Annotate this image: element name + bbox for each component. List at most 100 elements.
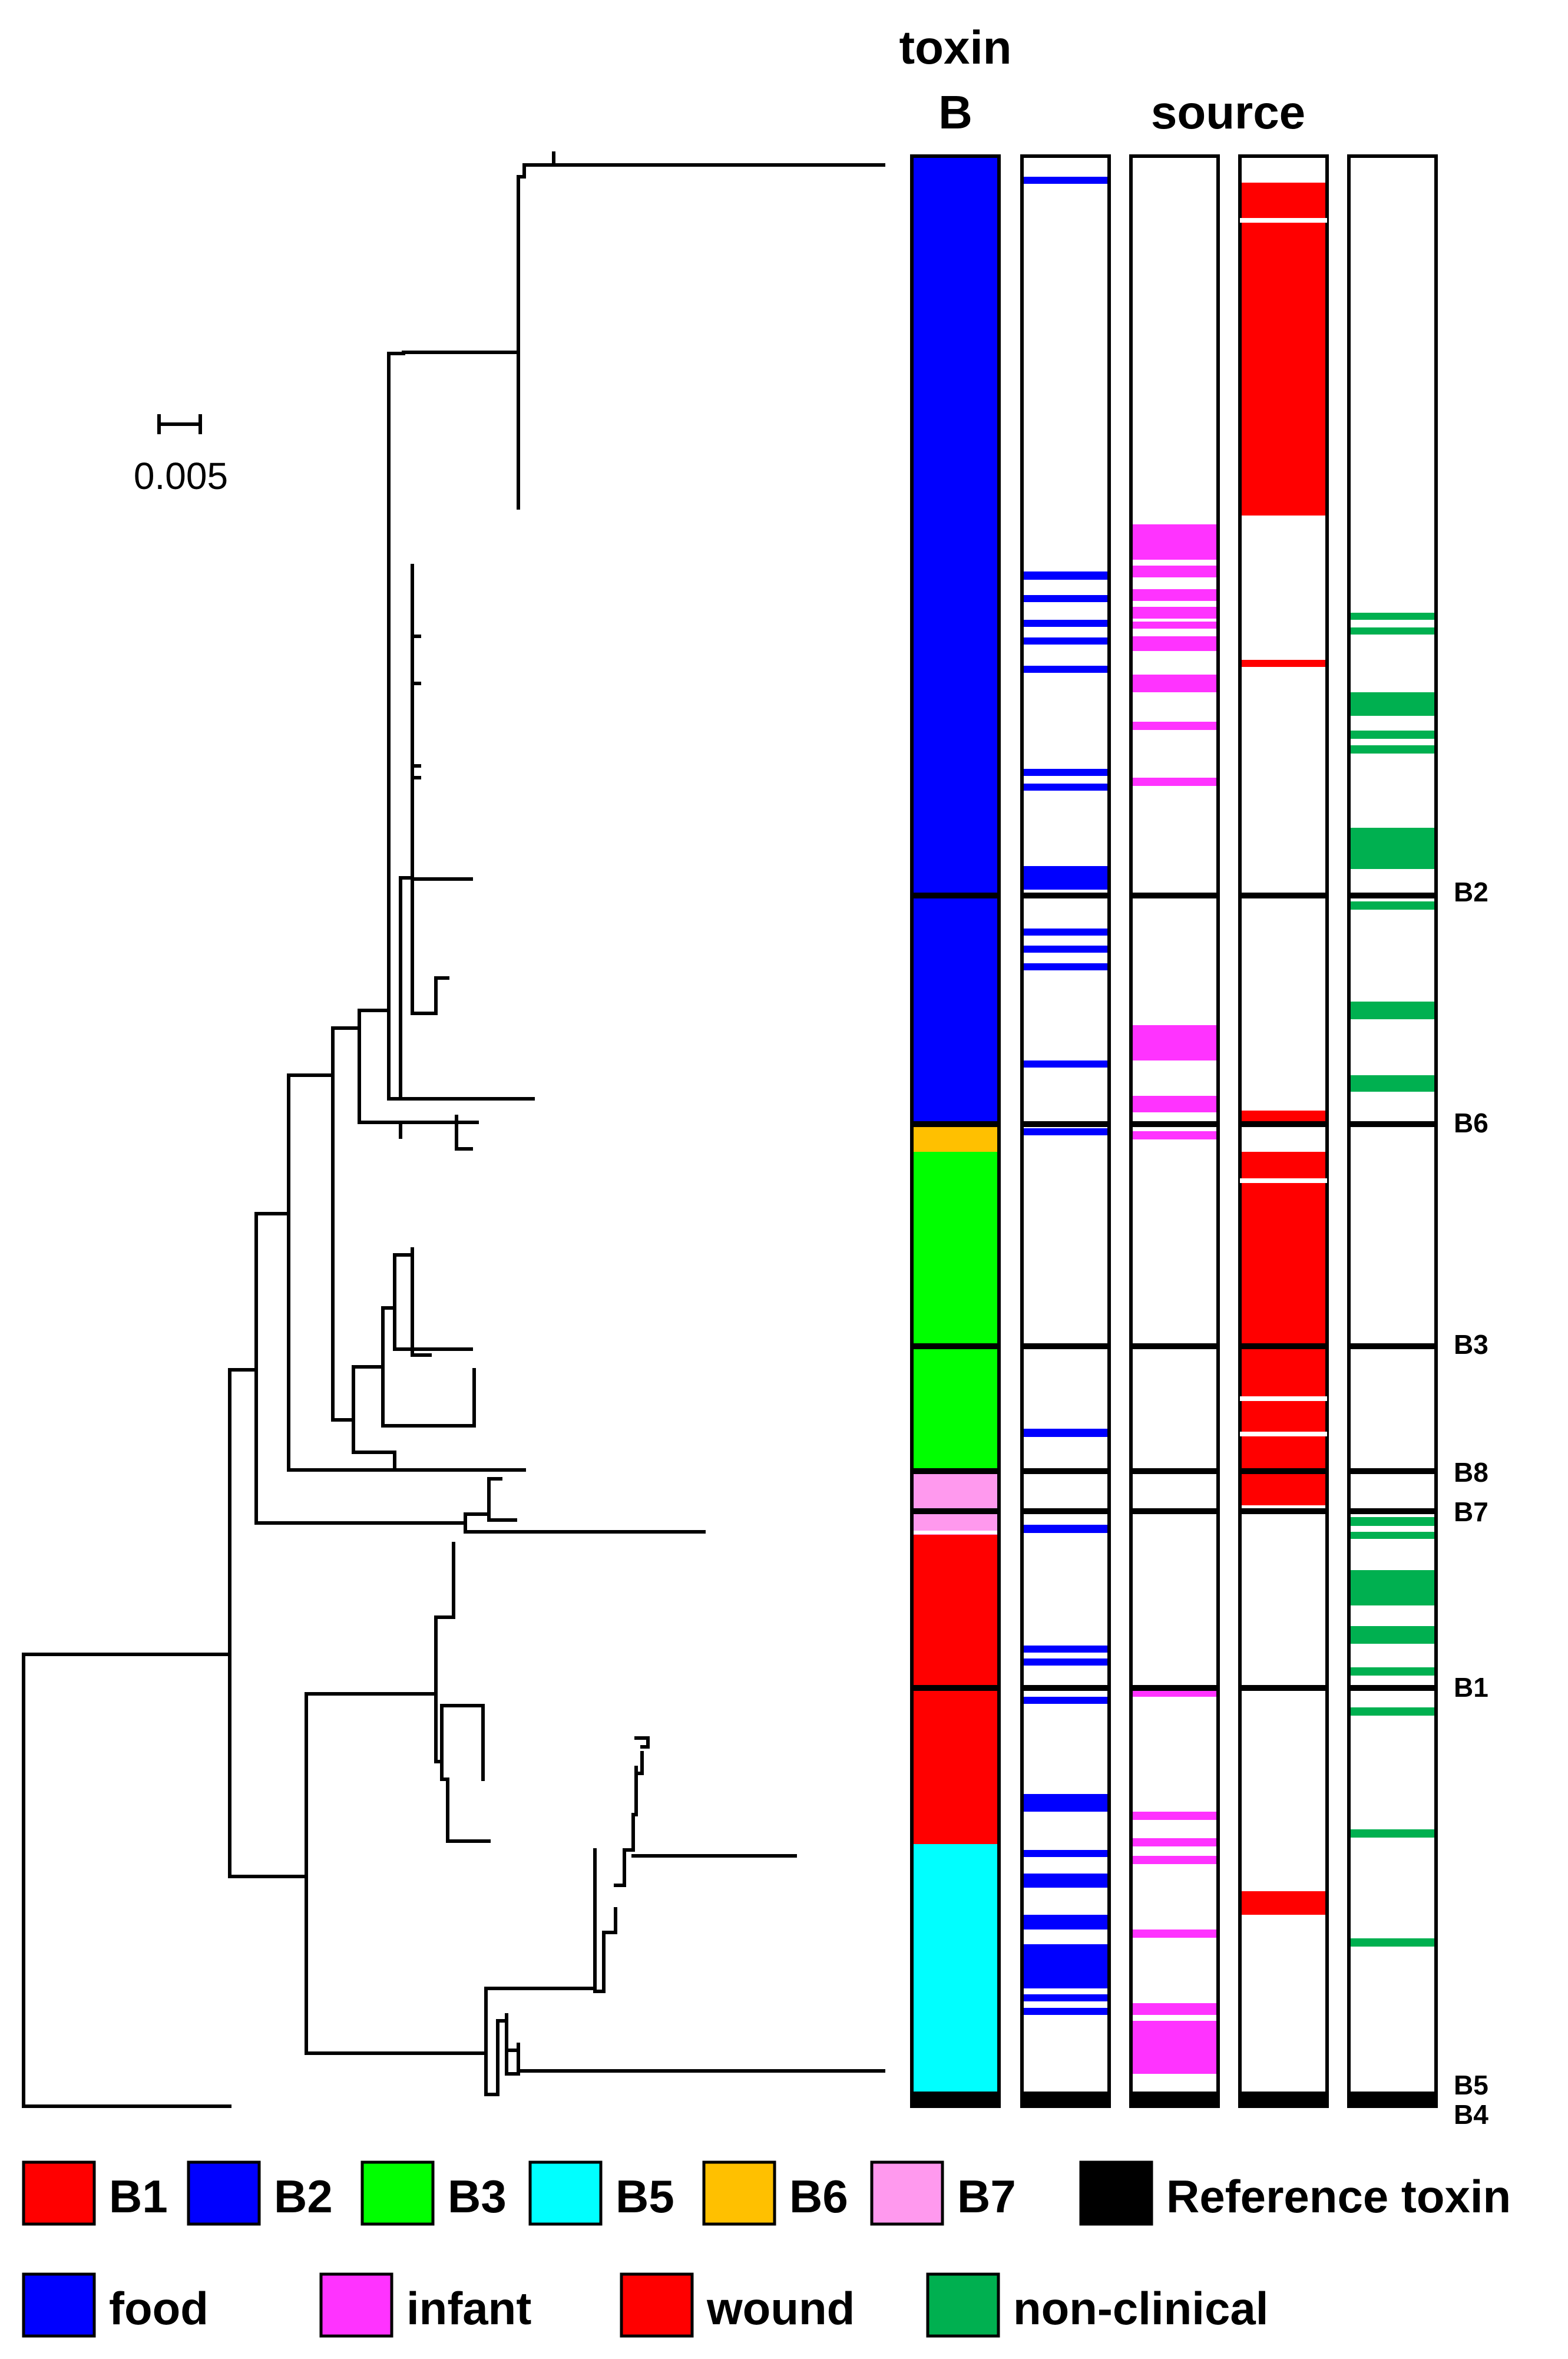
row-label-b6: B6 — [1454, 1108, 1488, 1138]
phylogenetic-tree — [22, 151, 885, 2108]
food-source-column — [1020, 154, 1111, 2108]
reference-toxin-line — [912, 1508, 999, 1514]
food-band — [1022, 1128, 1109, 1135]
food-band — [1022, 1874, 1109, 1888]
row-label-b4: B4 — [1454, 2099, 1488, 2130]
reference-toxin-line — [1240, 1121, 1327, 1127]
non-clinical-band — [1349, 627, 1436, 635]
infant-band — [1131, 1690, 1218, 1697]
infant-source-column — [1129, 154, 1220, 2108]
reference-toxin-line — [1022, 893, 1109, 898]
food-column-outline — [1020, 154, 1111, 2108]
food-band — [1022, 866, 1109, 890]
toxin-header-line2: B — [938, 86, 972, 138]
reference-toxin-line — [1349, 1468, 1436, 1474]
infant-band — [1131, 675, 1218, 692]
non-clinical-band — [1349, 692, 1436, 716]
food-band — [1022, 637, 1109, 645]
reference-toxin-line — [1240, 1468, 1327, 1474]
food-band — [1022, 1794, 1109, 1812]
non-clinical-band — [1349, 1707, 1436, 1716]
reference-toxin-line — [1131, 1685, 1218, 1691]
food-band — [1022, 177, 1109, 184]
scale-label: 0.005 — [134, 455, 228, 497]
toxin-header-line1: toxin — [899, 21, 1011, 74]
wound-band — [1240, 183, 1327, 516]
infant-band — [1131, 1096, 1218, 1112]
wound-gap — [1240, 218, 1327, 223]
legend-swatch-b1 — [22, 2160, 96, 2226]
wound-gap — [1240, 1396, 1327, 1401]
reference-toxin-line — [912, 1685, 999, 1691]
food-band — [1022, 1697, 1109, 1704]
food-band — [1022, 620, 1109, 627]
legend-swatch-b3 — [360, 2160, 435, 2226]
non-clinical-band — [1349, 1075, 1436, 1092]
non-clinical-band — [1349, 1002, 1436, 1019]
legend-swatch-food — [22, 2272, 96, 2338]
infant-band — [1131, 1930, 1218, 1938]
wound-column-outline — [1238, 154, 1329, 2108]
non-clinical-band — [1349, 1667, 1436, 1676]
legend-swatch-b7 — [870, 2160, 944, 2226]
reference-toxin-block — [1131, 2092, 1218, 2106]
legend-swatch-non-clinical — [926, 2272, 1000, 2338]
infant-band — [1131, 1131, 1218, 1139]
infant-band — [1131, 722, 1218, 730]
reference-toxin-line — [1131, 1121, 1218, 1127]
row-labels: B2 B6 B3 B8 B7 B1 B5 B4 — [1454, 877, 1488, 2130]
reference-toxin-line — [1349, 1121, 1436, 1127]
non-clinical-band — [1349, 1626, 1436, 1644]
legend-label-b5: B5 — [616, 2170, 674, 2222]
legend-swatch-b6 — [702, 2160, 776, 2226]
food-band — [1022, 1429, 1109, 1437]
reference-toxin-line — [1022, 1468, 1109, 1474]
reference-toxin-line — [1022, 1685, 1109, 1691]
legend-label-b1: B1 — [109, 2170, 168, 2222]
subtype-block-reference — [912, 2092, 999, 2106]
non-clinical-band — [1349, 828, 1436, 869]
reference-toxin-block — [1240, 2092, 1327, 2106]
legend-swatch-wound — [620, 2272, 694, 2338]
infant-band — [1131, 778, 1218, 786]
legend-label-food: food — [109, 2282, 209, 2334]
infant-band — [1131, 1025, 1218, 1060]
food-band — [1022, 946, 1109, 953]
legend-label-b7: B7 — [957, 2170, 1016, 2222]
infant-band — [1131, 1812, 1218, 1820]
infant-band — [1131, 2003, 1218, 2015]
reference-toxin-line — [1240, 893, 1327, 898]
food-band — [1022, 1944, 1109, 1988]
subtype-block-b2 — [912, 156, 999, 896]
food-band — [1022, 571, 1109, 580]
infant-band — [1131, 636, 1218, 651]
non-clinical-band — [1349, 1532, 1436, 1539]
reference-toxin-line — [1240, 1685, 1327, 1691]
reference-toxin-line — [1022, 1121, 1109, 1127]
toxin-subtype-column — [910, 154, 1001, 2108]
non-clinical-source-column — [1347, 154, 1438, 2108]
reference-toxin-line — [1131, 893, 1218, 898]
reference-toxin-line — [912, 893, 999, 898]
infant-band — [1131, 607, 1218, 619]
row-label-b3: B3 — [1454, 1329, 1488, 1360]
reference-toxin-line — [1022, 1343, 1109, 1349]
reference-toxin-block — [1022, 2092, 1109, 2106]
non-clinical-column-outline — [1347, 154, 1438, 2108]
row-label-b2: B2 — [1454, 877, 1488, 907]
non-clinical-band — [1349, 901, 1436, 910]
reference-toxin-line — [1131, 1508, 1218, 1514]
food-band — [1022, 784, 1109, 791]
food-band — [1022, 1658, 1109, 1666]
food-band — [1022, 1060, 1109, 1068]
row-label-b5: B5 — [1454, 2070, 1488, 2100]
toxin-column-outline — [910, 154, 1001, 2108]
reference-toxin-line — [912, 1121, 999, 1127]
non-clinical-band — [1349, 1517, 1436, 1526]
reference-toxin-line — [912, 1343, 999, 1349]
food-band — [1022, 769, 1109, 776]
legend-label-b6: B6 — [789, 2170, 848, 2222]
